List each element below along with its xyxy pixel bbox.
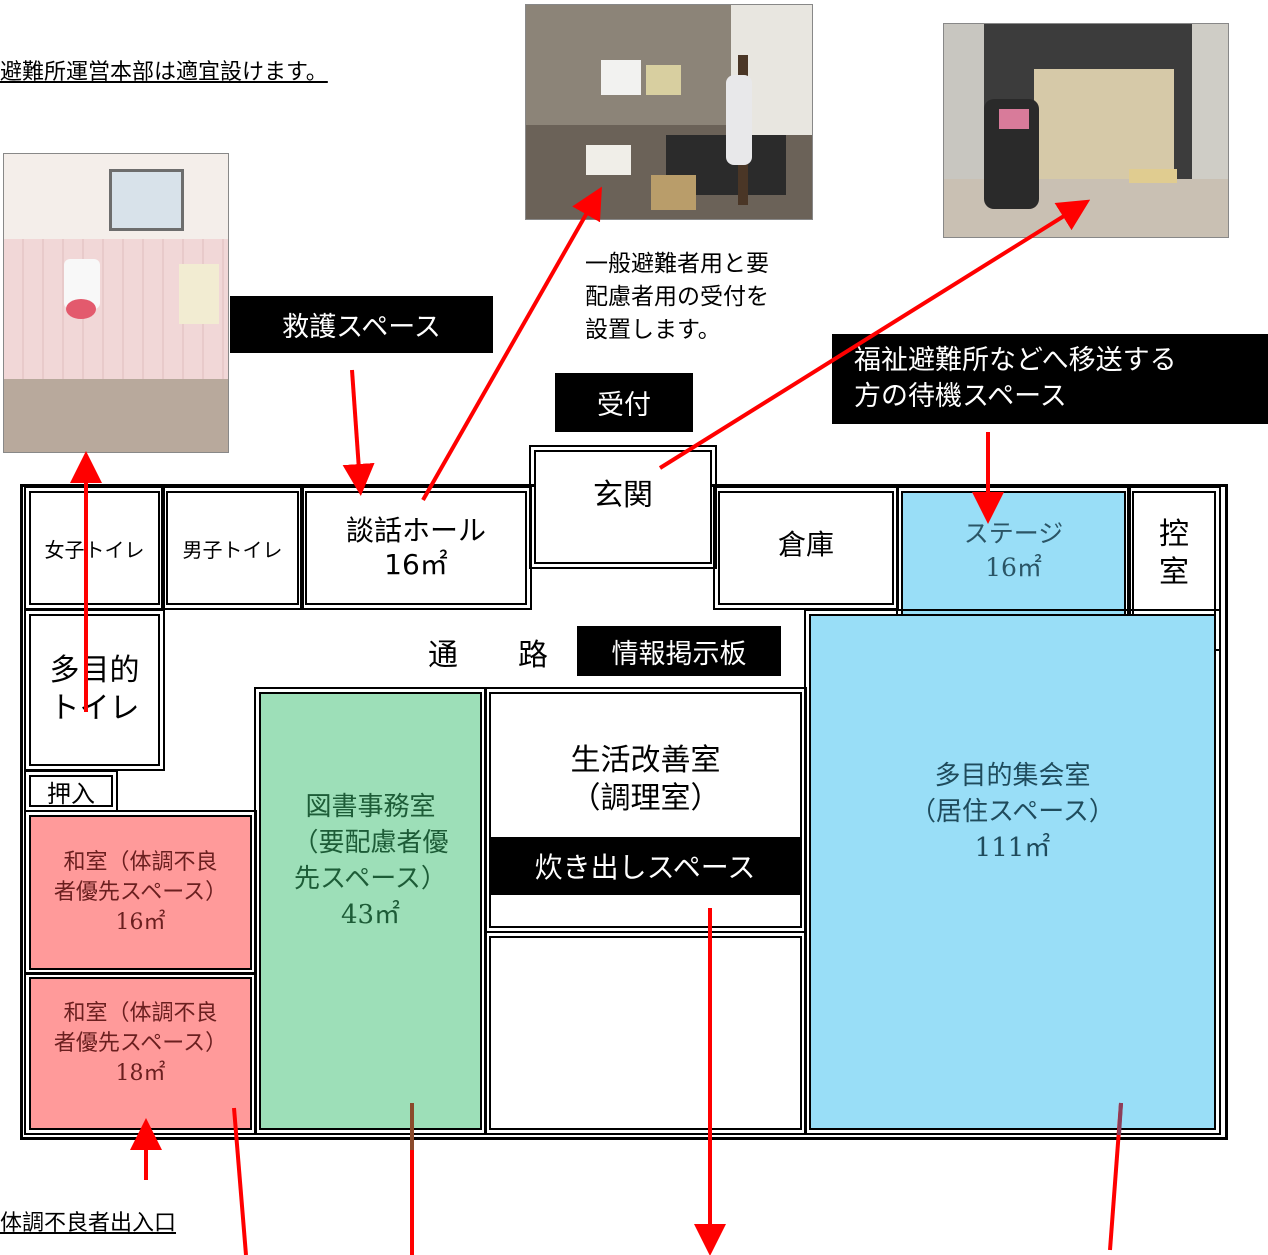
room-unlabeled xyxy=(484,931,807,1135)
stage-area: 16㎡ xyxy=(985,553,1042,582)
arrow-to-reception-photo xyxy=(421,186,602,501)
room-japanese-1: 和室（体調不良 者優先スペース） 16㎡ xyxy=(24,810,257,975)
library-area: 43㎡ xyxy=(340,900,401,930)
library-name: 図書事務室 （要配慮者優 先スペース） xyxy=(292,792,449,894)
japanese-2-name: 和室（体調不良 者優先スペース） xyxy=(53,1000,228,1056)
room-multipurpose-toilet: 多目的 トイレ xyxy=(24,609,165,771)
room-storage: 倉庫 xyxy=(713,486,899,610)
arrow-to-entrance-photo xyxy=(658,199,1091,470)
arrow-to-lounge xyxy=(342,369,375,496)
arrow-to-japanese-down xyxy=(232,1107,248,1255)
multipurpose-name: 多目的集会室 （居住スペース） xyxy=(910,761,1115,827)
reception-photo xyxy=(525,4,813,220)
room-womens-toilet: 女子トイレ xyxy=(24,486,165,610)
header-note: 避難所運営本部は適宜設けます。 xyxy=(0,60,328,85)
reception-label: 受付 xyxy=(555,373,693,432)
multipurpose-area: 111㎡ xyxy=(974,833,1051,863)
japanese-1-area: 16㎡ xyxy=(115,909,166,935)
room-closet: 押入 xyxy=(24,770,118,812)
room-japanese-2: 和室（体調不良 者優先スペース） 18㎡ xyxy=(24,972,257,1135)
corridor-label: 通 路 xyxy=(428,638,548,673)
room-lounge-hall: 談話ホール 16㎡ xyxy=(300,486,532,610)
room-library-office: 図書事務室 （要配慮者優 先スペース） 43㎡ xyxy=(254,687,487,1135)
japanese-2-area: 18㎡ xyxy=(115,1060,166,1086)
japanese-1-name: 和室（体調不良 者優先スペース） xyxy=(53,849,228,905)
cooking-space-label: 炊き出しスペース xyxy=(490,837,800,895)
toilet-photo xyxy=(3,153,229,453)
reception-note: 一般避難者用と要 配慮者用の受付を 設置します。 xyxy=(585,251,769,343)
rescue-space-label: 救護スペース xyxy=(230,296,493,353)
room-entrance-hall: 玄関 xyxy=(529,445,717,569)
lounge-name: 談話ホール xyxy=(345,514,486,547)
waiting-space-label: 福祉避難所などへ移送する 方の待機スペース xyxy=(832,334,1268,424)
room-mens-toilet: 男子トイレ xyxy=(161,486,304,610)
lounge-area: 16㎡ xyxy=(384,548,448,581)
info-board-label: 情報掲示板 xyxy=(577,626,781,676)
room-multipurpose-hall: 多目的集会室 （居住スペース） 111㎡ xyxy=(804,609,1221,1135)
sick-entrance-label: 体調不良者出入口 xyxy=(0,1211,177,1236)
